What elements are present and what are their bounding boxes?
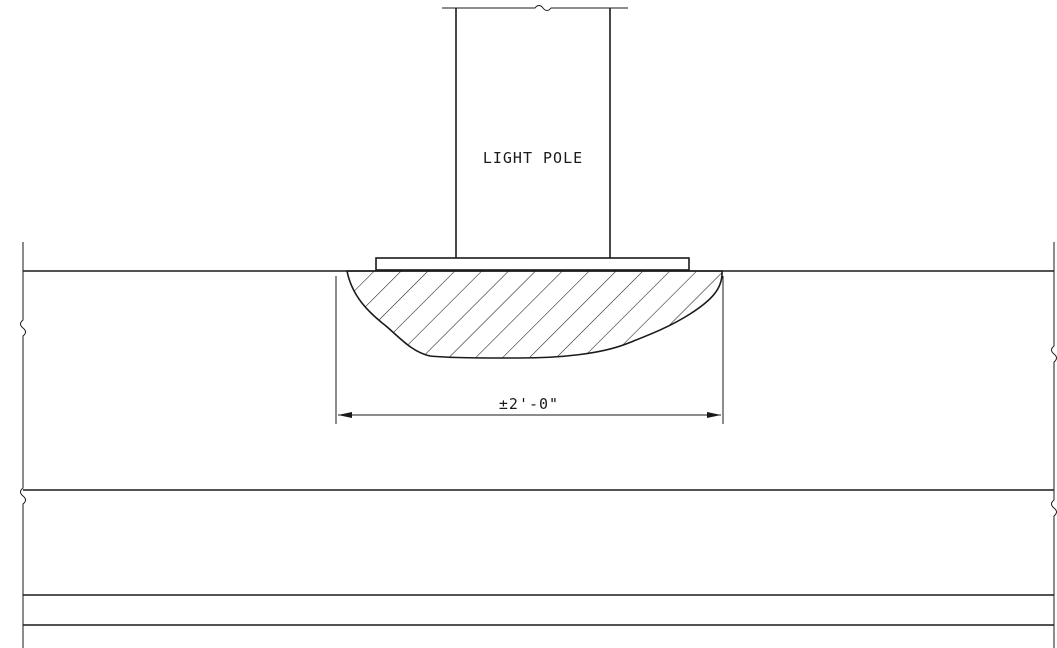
pole-break-line — [442, 5, 628, 11]
hatched-patch-area — [346, 270, 723, 359]
dimension-arrow-left-icon — [338, 412, 352, 418]
dimension-arrow-right-icon — [707, 412, 721, 418]
base-plate — [375, 257, 690, 271]
right-edge-break-line — [1051, 242, 1057, 648]
light-pole — [442, 5, 628, 258]
dimension-label: ±2'-0" — [499, 395, 559, 413]
left-edge-break-line — [20, 242, 26, 648]
pole-label: LIGHT POLE — [483, 149, 583, 167]
